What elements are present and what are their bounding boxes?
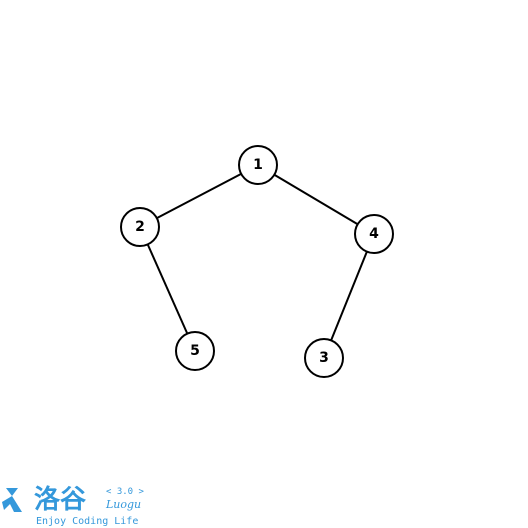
node-3: 3 [304,338,344,378]
node-circle [354,214,394,254]
node-label: 2 [135,219,145,235]
edge-1-2 [156,172,242,220]
node-2: 2 [120,207,160,247]
edges [146,172,368,341]
node-label: 1 [253,157,263,173]
brand-text: Luogu [105,498,141,511]
node-circle [238,145,278,185]
node-label: 5 [190,343,200,359]
logo-text: 洛谷 [34,484,87,515]
luogu-watermark: 洛谷 < 3.0 > Luogu Enjoy Coding Life [2,484,145,527]
node-circle [120,207,160,247]
node-5: 5 [175,331,215,371]
node-circle [175,331,215,371]
edge-1-4 [273,173,359,226]
node-circle [304,338,344,378]
slogan-text: Enjoy Coding Life [36,516,138,527]
node-label: 3 [319,350,329,366]
nodes: 1 2 4 5 3 [120,145,394,378]
node-label: 4 [369,226,379,242]
node-1: 1 [238,145,278,185]
luogu-logo-icon [2,488,22,512]
version-text: < 3.0 > [106,487,145,497]
edge-2-5 [146,243,189,335]
edge-4-3 [330,251,368,341]
node-4: 4 [354,214,394,254]
